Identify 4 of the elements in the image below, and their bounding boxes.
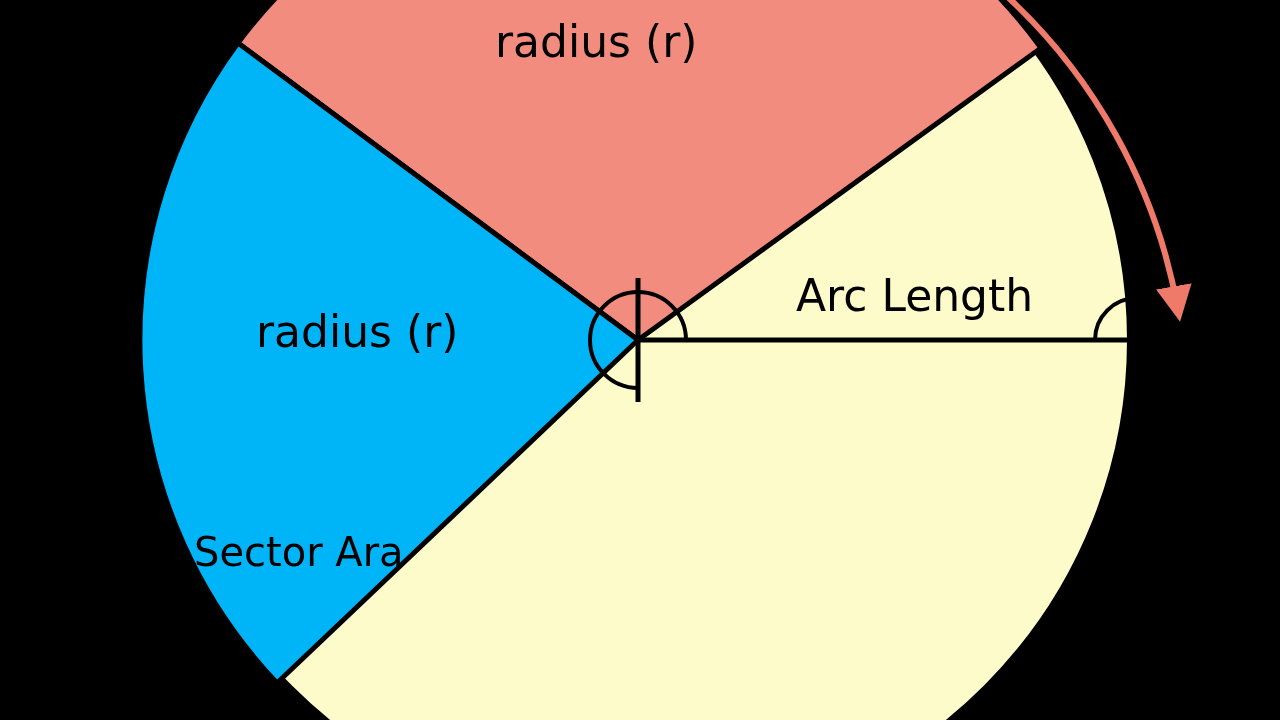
radius-label: radius (r) [495,20,698,64]
sector-area-label: Sector Ara [194,532,404,572]
radius-label: radius (r) [256,310,459,354]
arc-length-label: Arc Length [796,274,1034,318]
